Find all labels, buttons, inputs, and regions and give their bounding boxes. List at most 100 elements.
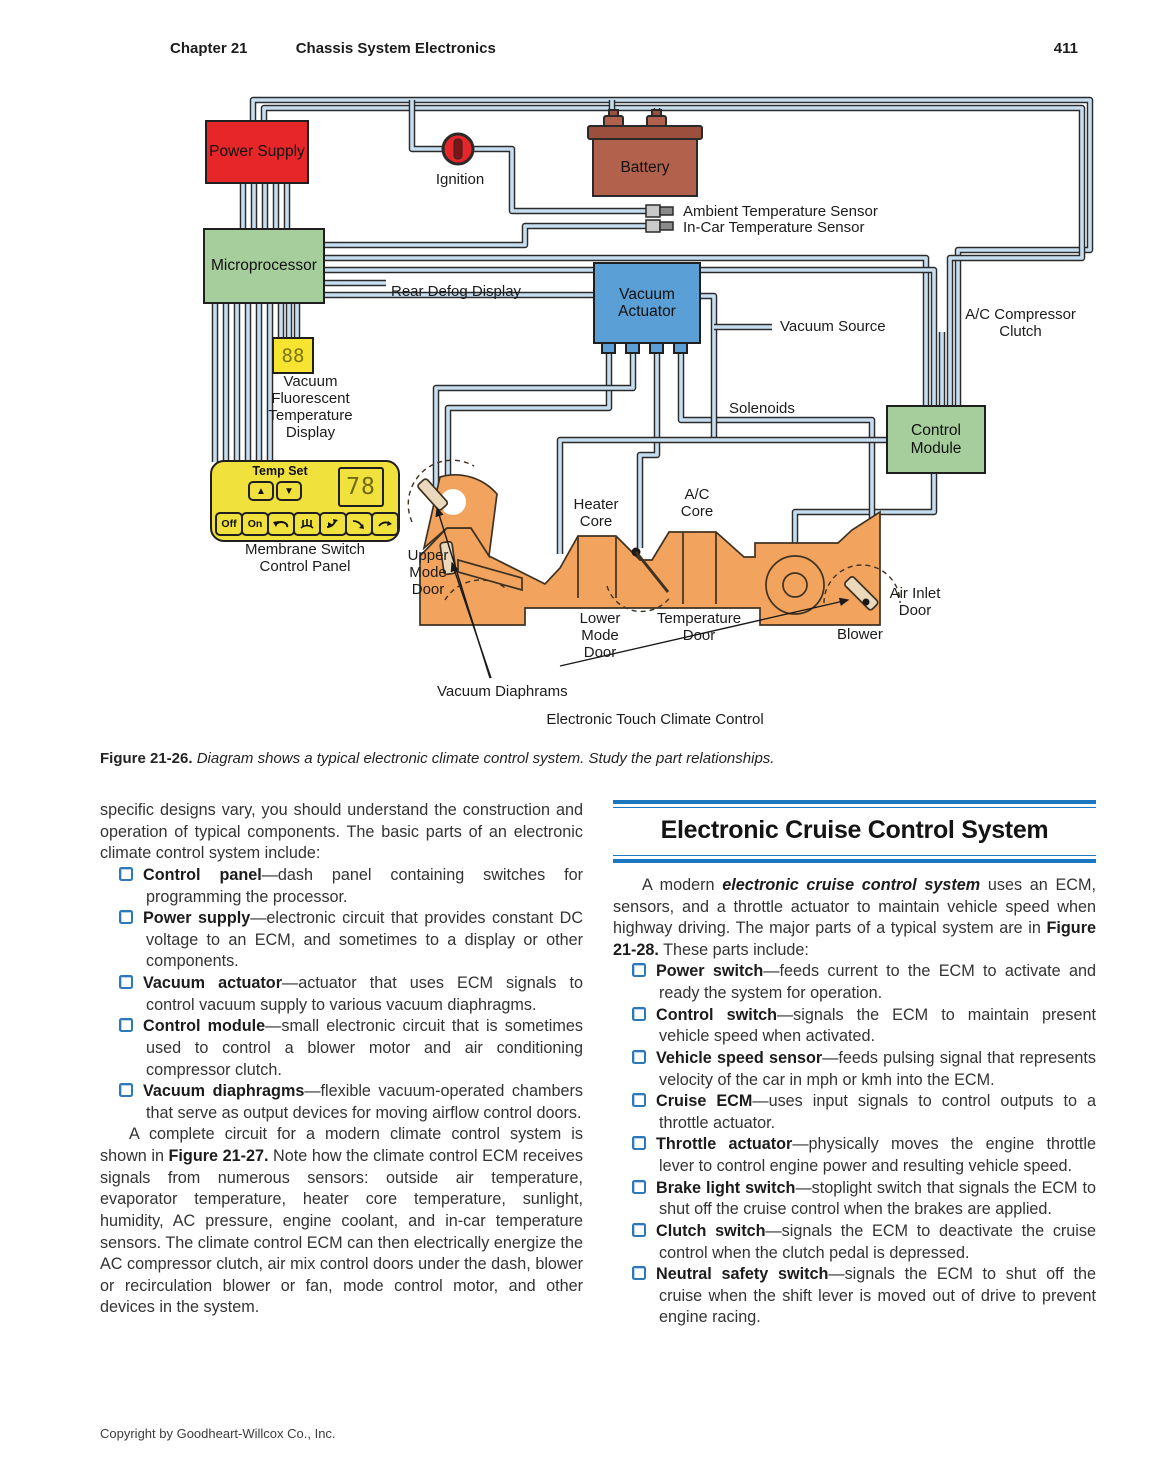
term: Vacuum diaphragms <box>143 1082 305 1101</box>
lower-door-arc <box>444 579 509 601</box>
list-item: Throttle actuator—physically moves the e… <box>613 1134 1096 1177</box>
rule-thin <box>613 806 1096 809</box>
upper-door-diaphragm <box>417 478 449 511</box>
bilevel-button <box>319 512 347 536</box>
battery-label: Battery <box>620 158 670 176</box>
term: Cruise ECM <box>656 1092 753 1111</box>
list-item: Control switch—signals the ECM to mainta… <box>613 1005 1096 1048</box>
ignition-label: Ignition <box>435 171 485 188</box>
definition: —small electronic circuit that is someti… <box>146 1017 583 1079</box>
floor-button <box>345 512 373 536</box>
defrost-button <box>293 512 321 536</box>
upper-door-notch <box>440 489 466 515</box>
term: Power supply <box>143 909 251 928</box>
figure-caption-text: Diagram shows a typical electronic clima… <box>192 750 775 767</box>
air-inlet-door-label: Air Inlet Door <box>889 585 941 619</box>
lower-mode-door-label: Lower Mode Door <box>579 610 621 661</box>
definition: —dash panel containing switches for prog… <box>146 865 583 906</box>
list-item: Clutch switch—signals the ECM to deactiv… <box>613 1221 1096 1264</box>
text-run: A complete circuit for a modern climate … <box>100 1125 583 1165</box>
up-arrow-icon: ▲ <box>256 485 266 497</box>
term: Clutch switch <box>656 1221 766 1240</box>
rule-thick <box>613 859 1096 863</box>
figure-caption: Figure 21-26. Diagram shows a typical el… <box>100 750 1100 767</box>
air-inlet-door-arc <box>823 564 901 604</box>
term: Control panel <box>143 865 262 884</box>
term: Control module <box>143 1017 266 1036</box>
battery-shape <box>587 109 703 197</box>
temp-up-button: ▲ <box>248 481 274 501</box>
diagram-title: Electronic Touch Climate Control <box>546 711 764 728</box>
blower-label: Blower <box>837 626 883 643</box>
term: Control switch <box>656 1005 777 1024</box>
climate-control-diagram <box>0 0 1156 679</box>
bullet-square-icon <box>632 1266 646 1281</box>
upper-door-arc <box>407 459 475 523</box>
bullet-square-icon <box>632 1006 646 1021</box>
bullet-square-icon <box>632 1179 646 1194</box>
term: Brake light switch <box>656 1178 796 1197</box>
definition: —electronic circuit that provides consta… <box>146 909 584 971</box>
bullet-square-icon <box>632 1093 646 1108</box>
definition: —physically moves the engine throttle le… <box>659 1135 1096 1176</box>
upper-mode-door-label: Upper Mode Door <box>407 547 449 598</box>
definition: —uses input signals to control outputs t… <box>659 1092 1096 1132</box>
solenoids-label: Solenoids <box>729 400 795 417</box>
bullet-square-icon <box>119 1083 133 1098</box>
term: Throttle actuator <box>656 1135 793 1154</box>
key-term: electronic cruise control system <box>722 875 981 894</box>
text-run: uses an ECM, sensors, and a throttle act… <box>613 875 1096 938</box>
ambient-sensor-label: Ambient Temperature Sensor <box>683 203 878 220</box>
sensor-connector-icons <box>645 204 674 233</box>
definition: —feeds current to the ECM to activate an… <box>659 962 1096 1003</box>
bullet-square-icon <box>119 1018 133 1033</box>
bilevel-arrows-icon <box>326 519 338 528</box>
definition: —stoplight switch that signals the ECM t… <box>659 1178 1096 1219</box>
defrost-icon <box>300 519 314 529</box>
temp-down-button: ▼ <box>276 481 302 501</box>
term: Vehicle speed sensor <box>656 1048 823 1067</box>
paragraph: A complete circuit for a modern climate … <box>100 1124 583 1319</box>
right-column: Electronic Cruise Control System A moder… <box>613 800 1096 1329</box>
heater-core-shape <box>577 537 617 598</box>
copyright-notice: Copyright by Goodheart-Willcox Co., Inc. <box>100 1426 336 1441</box>
bullet-square-icon <box>632 1222 646 1237</box>
section-heading: Electronic Cruise Control System <box>660 816 1049 845</box>
list-item: Cruise ECM—uses input signals to control… <box>613 1091 1096 1134</box>
temp-set-label: Temp Set <box>252 464 308 478</box>
hvac-case <box>407 459 901 626</box>
on-button: On <box>241 512 269 536</box>
temp-display: 78 <box>338 467 384 507</box>
vf-display-label: Vacuum Fluorescent Temperature Display <box>268 373 353 441</box>
bullet-square-icon <box>119 866 133 881</box>
rear-defog-label: Rear Defog Display <box>391 283 522 300</box>
air-inlet-pivot <box>862 598 870 606</box>
pointer-lines <box>435 506 850 679</box>
term: Vacuum actuator <box>143 974 282 992</box>
rule-thin <box>613 854 1096 857</box>
ignition-switch-icon <box>441 132 475 166</box>
list-item: Power supply—electronic circuit that pro… <box>100 908 583 973</box>
heater-core-label: Heater Core <box>573 496 619 530</box>
chapter-number: Chapter 21 <box>170 40 248 57</box>
left-column: specific designs vary, you should unders… <box>100 800 583 1319</box>
vacuum-source-label: Vacuum Source <box>780 318 886 335</box>
page-header: Chapter 21 Chassis System Electronics 41… <box>170 40 1078 57</box>
incar-sensor-label: In-Car Temperature Sensor <box>683 219 865 236</box>
chapter-title: Chassis System Electronics <box>295 40 496 57</box>
panel-label: Membrane Switch Control Panel <box>244 541 366 575</box>
text-run: Note how the climate control ECM receive… <box>100 1147 583 1317</box>
bullet-square-icon <box>632 1049 646 1064</box>
text-run: These parts include: <box>658 940 809 959</box>
figure-reference: Figure 21-27. <box>168 1147 269 1165</box>
paragraph: A modern electronic cruise control syste… <box>613 875 1096 962</box>
rule-thick <box>613 800 1096 804</box>
list-item: Vacuum diaphragms—flexible vacuum-operat… <box>100 1081 583 1124</box>
list-item: Vacuum actuator—actuator that uses ECM s… <box>100 973 583 1016</box>
recirculation-button <box>267 512 295 536</box>
list-item: Vehicle speed sensor—feeds pulsing signa… <box>613 1048 1096 1091</box>
vacuum-fluorescent-display: 88 <box>272 337 314 374</box>
paragraph: specific designs vary, you should unders… <box>100 801 583 863</box>
temperature-door-flap <box>634 551 670 593</box>
bullet-square-icon <box>632 1136 646 1151</box>
